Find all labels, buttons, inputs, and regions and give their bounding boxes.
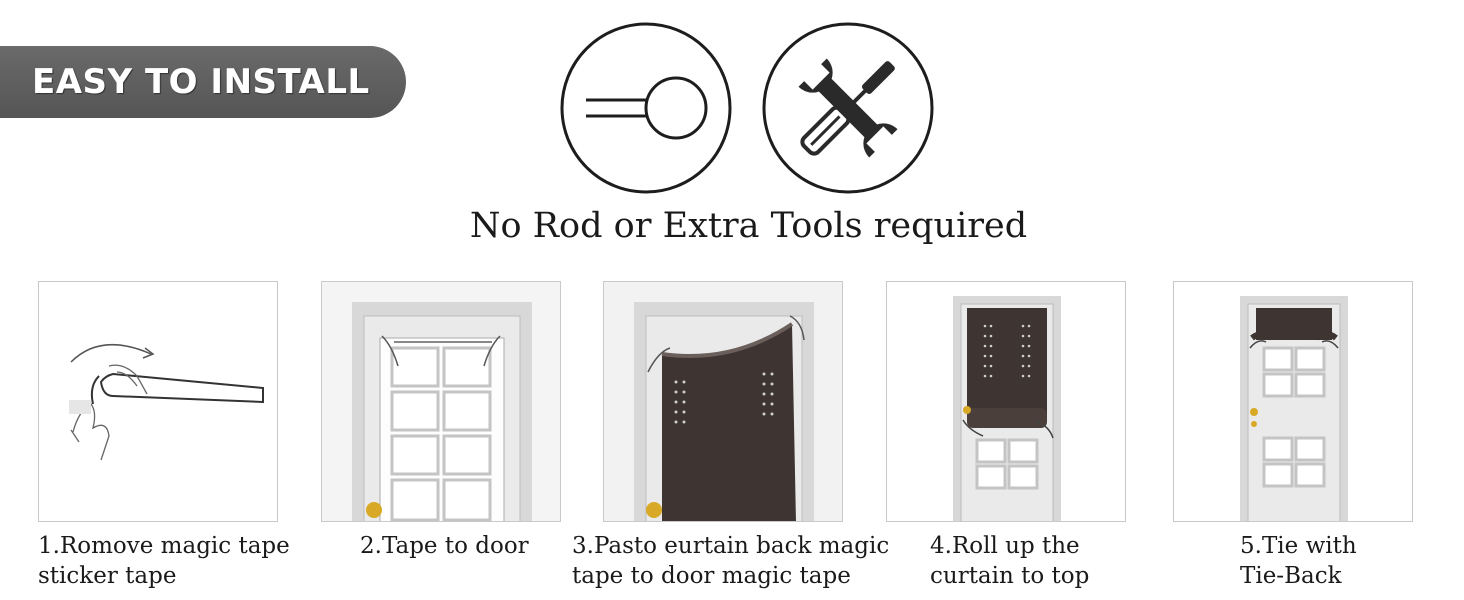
step-5-caption-line2: Tie-Back (1240, 563, 1342, 589)
step-3-caption-line1: 3.Pasto eurtain back magic (572, 533, 890, 559)
step-3-caption-line2: tape to door magic tape (572, 563, 851, 589)
step-2-caption-line1: 2.Tape to door (360, 533, 529, 559)
curtain-rod-icon (560, 22, 732, 194)
step-1-illustration (38, 281, 278, 522)
step-2-illustration (321, 281, 561, 522)
step-5-caption: 5.Tie with Tie-Back (1240, 531, 1357, 591)
badge-label: EASY TO INSTALL (32, 62, 370, 102)
step-4-caption-line1: 4.Roll up the (930, 533, 1080, 559)
no-tools-subtitle: No Rod or Extra Tools required (469, 206, 1028, 246)
step-1-caption-line2: sticker tape (38, 563, 177, 589)
step-4-caption-line2: curtain to top (930, 563, 1090, 589)
step-1-caption: 1.Romove magic tape sticker tape (38, 531, 290, 591)
easy-to-install-badge: EASY TO INSTALL (0, 46, 406, 118)
step-4-illustration (886, 281, 1126, 522)
step-4-caption: 4.Roll up the curtain to top (930, 531, 1089, 591)
step-3-illustration (603, 281, 843, 522)
step-3-caption: 3.Pasto eurtain back magic tape to door … (572, 531, 889, 591)
step-2-caption: 2.Tape to door (360, 531, 529, 561)
tools-icon (762, 22, 934, 194)
step-1-caption-line1: 1.Romove magic tape (38, 533, 290, 559)
step-5-illustration (1173, 281, 1413, 522)
step-5-caption-line1: 5.Tie with (1240, 533, 1357, 559)
